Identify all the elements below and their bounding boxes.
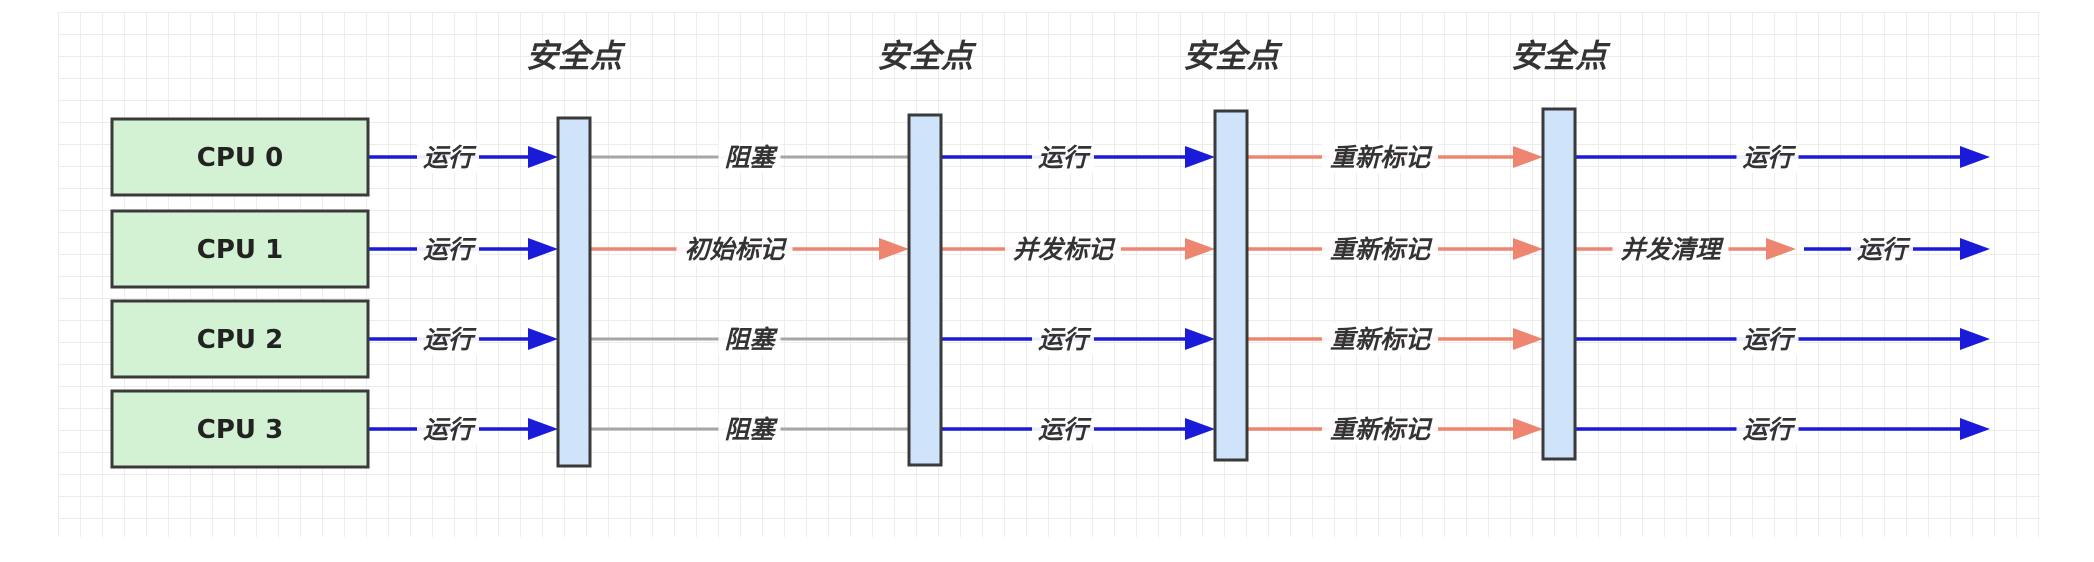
arrow-head — [1960, 328, 1990, 350]
arrow-head — [1513, 146, 1543, 168]
arrow-head — [528, 328, 558, 350]
arrow-head — [528, 418, 558, 440]
segment-label: 运行 — [1742, 143, 1796, 172]
segment-label: 运行 — [423, 415, 477, 444]
arrow-head — [1960, 238, 1990, 260]
label-backdrop — [718, 323, 781, 355]
label-backdrop — [417, 323, 479, 355]
label-backdrop — [718, 413, 781, 445]
segment-label: 重新标记 — [1330, 325, 1433, 354]
label-layer: 安全点安全点安全点安全点CPU 0CPU 1CPU 2CPU 3运行运行运行运行… — [197, 37, 1911, 445]
connector-layer — [368, 141, 1990, 445]
arrow-head — [1960, 146, 1990, 168]
label-backdrop — [1736, 413, 1799, 445]
segment-label: 运行 — [1742, 415, 1796, 444]
cpu-label: CPU 2 — [197, 325, 283, 355]
safepoint-title: 安全点 — [1183, 37, 1283, 75]
label-backdrop — [417, 413, 479, 445]
segment-label: 运行 — [1038, 325, 1092, 354]
grid-background — [58, 12, 2040, 537]
label-backdrop — [1322, 233, 1438, 265]
cpu-label: CPU 3 — [197, 415, 283, 445]
label-backdrop — [1322, 323, 1438, 355]
safepoint-bar — [1541, 107, 1577, 461]
segment-label: 初始标记 — [684, 235, 787, 264]
segment-label: 并发标记 — [1013, 235, 1116, 264]
arrow-head — [1960, 418, 1990, 440]
safepoint-bar — [907, 113, 943, 467]
label-backdrop — [1005, 233, 1121, 265]
segment-label: 运行 — [1742, 325, 1796, 354]
label-backdrop — [1736, 323, 1799, 355]
label-backdrop — [1851, 233, 1913, 265]
arrow-head — [879, 238, 909, 260]
safepoint-title: 安全点 — [526, 37, 626, 75]
segment-label: 运行 — [1038, 415, 1092, 444]
arrow-head — [1185, 328, 1215, 350]
segment-label: 阻塞 — [724, 415, 778, 444]
safepoint-bar — [1213, 109, 1249, 462]
label-backdrop — [1322, 413, 1438, 445]
segment-label: 阻塞 — [724, 143, 778, 172]
arrow-head — [1185, 238, 1215, 260]
cpu-box — [110, 389, 370, 469]
segment-label: 运行 — [423, 235, 477, 264]
segment-label: 重新标记 — [1330, 143, 1433, 172]
cpu-box — [110, 117, 370, 197]
label-backdrop — [676, 233, 793, 265]
label-backdrop — [1322, 141, 1438, 173]
arrow-head — [528, 238, 558, 260]
label-backdrop — [1736, 141, 1799, 173]
arrow-head — [1185, 146, 1215, 168]
arrow-head — [1513, 328, 1543, 350]
label-backdrop — [1032, 141, 1094, 173]
safepoint-title: 安全点 — [1511, 37, 1611, 75]
segment-label: 重新标记 — [1330, 235, 1433, 264]
box-layer — [110, 107, 1577, 469]
segment-label: 阻塞 — [724, 325, 778, 354]
arrow-head — [1513, 418, 1543, 440]
segment-label: 重新标记 — [1330, 415, 1433, 444]
arrow-head — [1766, 238, 1796, 260]
segment-label: 运行 — [423, 143, 477, 172]
cpu-box — [110, 299, 370, 379]
segment-label: 运行 — [1857, 235, 1911, 264]
label-backdrop — [1612, 233, 1729, 265]
cpu-label: CPU 1 — [197, 235, 283, 265]
segment-label: 并发清理 — [1620, 235, 1724, 264]
label-backdrop — [1032, 323, 1094, 355]
safepoint-title: 安全点 — [877, 37, 977, 75]
cpu-label: CPU 0 — [197, 143, 283, 173]
label-backdrop — [718, 141, 781, 173]
arrow-head — [1185, 418, 1215, 440]
arrow-head — [528, 146, 558, 168]
arrow-head — [1513, 238, 1543, 260]
label-backdrop — [417, 141, 479, 173]
segment-label: 运行 — [423, 325, 477, 354]
safepoint-bar — [556, 116, 592, 468]
label-backdrop — [417, 233, 479, 265]
cpu-box — [110, 209, 370, 289]
segment-label: 运行 — [1038, 143, 1092, 172]
label-backdrop — [1032, 413, 1094, 445]
